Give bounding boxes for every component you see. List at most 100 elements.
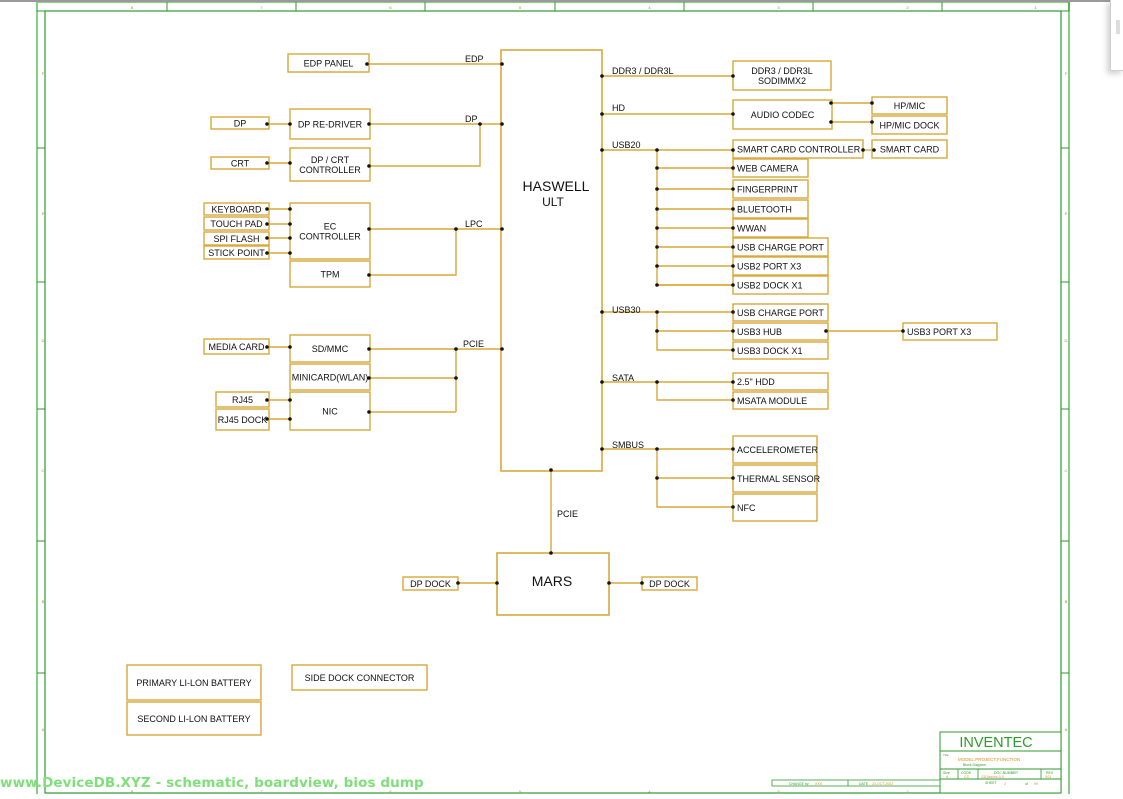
junction-dot [600, 112, 604, 116]
junction-dot [655, 447, 659, 451]
junction-dot [500, 62, 504, 66]
usb20-device-box[interactable]: WEB CAMERA [732, 158, 809, 178]
touch-pad-box[interactable]: TOUCH PAD [203, 216, 270, 231]
smbus-device-box[interactable]: NFC [732, 493, 818, 522]
mars-block[interactable]: MARS [496, 552, 610, 616]
box-label: MSATA MODULE [737, 396, 807, 406]
code-value: CS [964, 775, 970, 779]
usb30-device-box[interactable]: USB CHARGE PORT [732, 303, 829, 322]
usb20-device-box[interactable]: FINGERPRINT [732, 179, 809, 199]
edp-panel-box[interactable]: EDP PANEL [287, 53, 370, 73]
box-label: DP [234, 118, 247, 128]
rj45-box[interactable]: RJ45 [215, 391, 270, 408]
side-dock-connector-box[interactable]: SIDE DOCK CONNECTOR [291, 664, 428, 691]
sd-mmc-box[interactable]: SD/MMC [289, 334, 371, 363]
rj45-dock-box[interactable]: RJ45 DOCK [215, 408, 270, 431]
dp-dock-left-box[interactable]: DP DOCK [402, 576, 459, 591]
junction-dot [731, 283, 735, 287]
audio-codec-box[interactable]: AUDIO CODEC [732, 99, 833, 130]
box-label: WWAN [737, 223, 766, 233]
media-card-box[interactable]: MEDIA CARD [203, 338, 270, 355]
junction-dot [288, 251, 292, 255]
crt-connector-box[interactable]: CRT [210, 156, 270, 170]
dp-connector-box[interactable]: DP [210, 116, 270, 130]
usb20-device-box[interactable]: USB CHARGE PORT [732, 237, 829, 257]
junction-dot [367, 122, 371, 126]
code-label: CODE [961, 771, 972, 775]
usb20-device-box[interactable]: WWAN [732, 218, 809, 238]
column-marker-top: 4 [648, 5, 651, 10]
junction-dot [265, 417, 269, 421]
sata-device-box[interactable]: MSATA MODULE [732, 391, 829, 410]
second-battery-box[interactable]: SECOND LI-LON BATTERY [126, 701, 262, 736]
junction-dot [655, 207, 659, 211]
keyboard-box[interactable]: KEYBOARD [203, 202, 270, 216]
usb20-device-box[interactable]: USB2 PORT X3 [732, 256, 829, 276]
junction-dot [495, 581, 499, 585]
box-label: USB3 PORT X3 [907, 327, 971, 337]
box-label: STICK POINT [208, 248, 265, 258]
primary-battery-box[interactable]: PRIMARY LI-LON BATTERY [126, 664, 262, 701]
smbus-device-box[interactable]: ACCELEROMETER [732, 435, 819, 464]
nic-box[interactable]: NIC [289, 391, 371, 431]
usb30-device-box[interactable]: USB3 DOCK X1 [732, 341, 829, 360]
bus-label-ddr: DDR3 / DDR3L [612, 66, 674, 76]
junction-dot [731, 329, 735, 333]
box-label: USB2 PORT X3 [737, 261, 801, 271]
box-label: USB2 DOCK X1 [737, 280, 803, 290]
viewer-side-panel-handle[interactable] [1110, 0, 1123, 71]
date-value: 21-OCT-2002 [872, 782, 893, 786]
size-value: A [946, 775, 949, 779]
junction-dot [731, 447, 735, 451]
spi-flash-box[interactable]: SPI FLASH [203, 231, 270, 246]
cpu-title: HASWELL [523, 178, 590, 194]
cpu-block[interactable]: HASWELL ULT [500, 49, 603, 472]
dp-dock-right-box[interactable]: DP DOCK [641, 576, 698, 591]
dp-redriver-box[interactable]: DP RE-DRIVER [289, 108, 371, 140]
usb20-device-box[interactable]: USB2 DOCK X1 [732, 275, 829, 295]
hp-mic-box[interactable]: HP/MIC [871, 96, 948, 115]
usb20-device-box[interactable]: BLUETOOTH [732, 199, 809, 219]
signal-wire [369, 124, 481, 167]
rev-value: X01 [1045, 775, 1051, 779]
junction-dot [655, 476, 659, 480]
usb3-port-box[interactable]: USB3 PORT X3 [902, 322, 998, 341]
box-label: CONTROLLER [299, 231, 361, 241]
box-label: MINICARD(WLAN) [292, 372, 369, 382]
sata-device-box[interactable]: 2.5" HDD [732, 372, 829, 391]
smart-card-box[interactable]: SMART CARD [871, 139, 948, 159]
changed-value: XXX [815, 782, 823, 786]
box-label: EDP PANEL [304, 58, 354, 68]
signal-wire [656, 382, 733, 401]
junction-dot [731, 348, 735, 352]
smbus-device-box[interactable]: THERMAL SENSOR [732, 464, 821, 493]
junction-dot [861, 148, 865, 152]
company-name: INVENTEC [959, 735, 1032, 751]
junction-dot [731, 226, 735, 230]
changed-label: CHANGE by [789, 782, 809, 786]
bus-label-pcie-down: PCIE [557, 509, 578, 519]
junction-dot [367, 227, 371, 231]
box-label: WEB CAMERA [737, 163, 799, 173]
minicard-box[interactable]: MINICARD(WLAN) [289, 363, 371, 391]
column-marker-bottom: 3 [777, 789, 780, 794]
model-line: MODEL,PROJECT,FUNCTION [958, 757, 1020, 762]
sheet-label: SHEET [985, 781, 998, 785]
usb30-device-box[interactable]: USB3 HUB [732, 322, 829, 341]
mars-label: MARS [532, 573, 572, 589]
stick-point-box[interactable]: STICK POINT [203, 245, 270, 260]
junction-dot [731, 207, 735, 211]
box-label: MEDIA CARD [208, 342, 265, 352]
signal-wire [656, 449, 733, 508]
smart-card-controller-box[interactable]: SMART CARD CONTROLLER [732, 139, 864, 159]
bus-label-dp: DP [465, 114, 478, 124]
panel-grip[interactable] [1116, 20, 1120, 34]
tpm-box[interactable]: TPM [289, 260, 371, 288]
hp-mic-dock-box[interactable]: HP/MIC DOCK [871, 115, 948, 135]
junction-dot [265, 122, 269, 126]
of-value: 99 [1034, 782, 1038, 786]
